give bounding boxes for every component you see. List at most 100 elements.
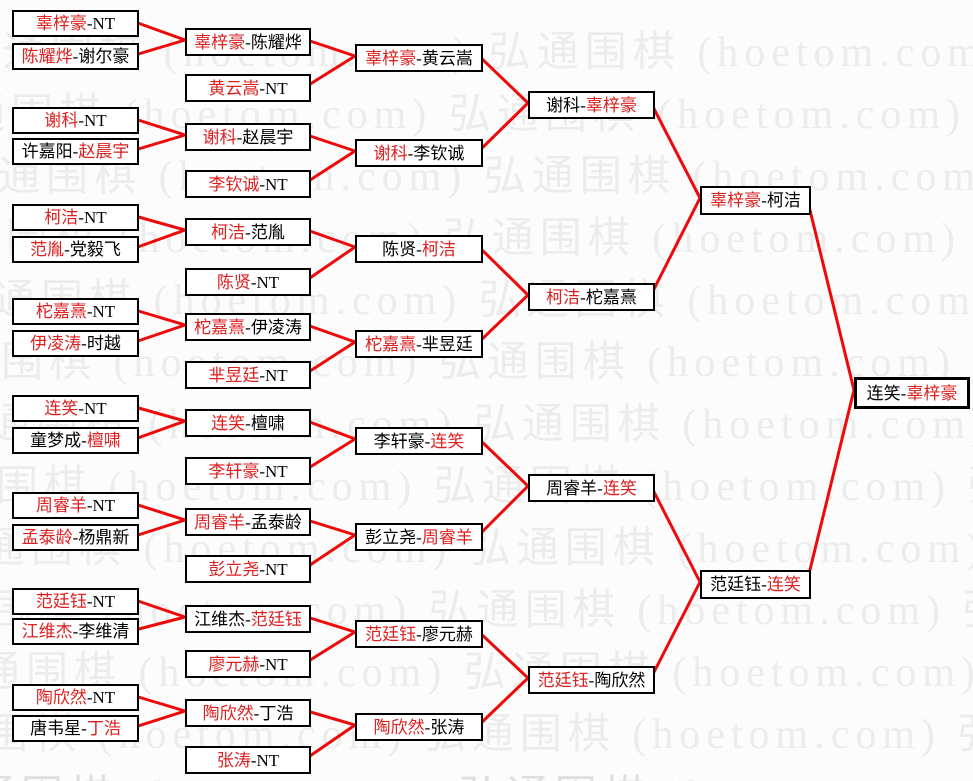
match-box: 范廷钰-NT — [12, 588, 139, 615]
separator: - — [86, 592, 93, 611]
match-box: 谢科-辜梓豪 — [528, 91, 655, 119]
player-b: NT — [265, 461, 288, 481]
player-a: 李轩豪 — [208, 461, 260, 481]
match-box: 周睿羊-连笑 — [528, 474, 655, 502]
player-b: 赵晨宇 — [78, 142, 130, 161]
separator: - — [597, 478, 603, 498]
match-box: 伊凌涛-时越 — [12, 330, 139, 357]
player-b: 黄云嵩 — [421, 48, 473, 68]
match-box: 范胤-党毅飞 — [12, 236, 139, 263]
separator: - — [78, 111, 84, 130]
player-a: 江维杰 — [194, 609, 246, 629]
match-box: 谢科-赵晨宇 — [185, 123, 311, 151]
player-a: 柁嘉熹 — [194, 317, 246, 337]
player-a: 辜梓豪 — [710, 191, 762, 210]
separator: - — [580, 95, 586, 115]
player-a: 彭立尧 — [365, 527, 417, 547]
player-b: 陶欣然 — [594, 670, 646, 690]
separator: - — [81, 719, 87, 738]
separator: - — [416, 624, 422, 644]
match-box: 范廷钰-陶欣然 — [528, 666, 655, 694]
player-b: 辜梓豪 — [585, 95, 637, 115]
separator: - — [259, 365, 265, 385]
separator: - — [580, 287, 586, 307]
player-b: 连笑 — [430, 431, 465, 451]
separator: - — [416, 48, 422, 68]
player-b: NT — [84, 399, 107, 418]
match-box: 柁嘉熹-芈昱廷 — [355, 330, 483, 358]
match-box: 范廷钰-连笑 — [700, 570, 811, 599]
player-a: 辜梓豪 — [35, 14, 87, 33]
match-box: 柯洁-范胤 — [185, 218, 311, 246]
player-a: 陶欣然 — [202, 703, 254, 723]
match-box: 唐韦星-丁浩 — [12, 715, 139, 742]
player-b: 陈耀烨 — [250, 32, 302, 52]
separator: - — [259, 654, 265, 674]
player-a: 伊凌涛 — [30, 334, 82, 353]
player-a: 廖元赫 — [208, 654, 260, 674]
player-a: 陶欣然 — [35, 688, 87, 707]
player-b: 柯洁 — [421, 239, 456, 259]
player-b: 张涛 — [430, 717, 465, 737]
separator: - — [250, 272, 257, 292]
separator: - — [900, 383, 907, 403]
match-box: 辜梓豪-黄云嵩 — [355, 44, 483, 72]
player-b: NT — [84, 111, 107, 130]
player-b: 谢尔豪 — [78, 47, 130, 66]
player-a: 李钦诚 — [208, 174, 260, 194]
player-b: 赵晨宇 — [242, 127, 294, 147]
separator: - — [259, 174, 265, 194]
match-box: 孟泰龄-杨鼎新 — [12, 524, 139, 551]
match-box: 范廷钰-廖元赫 — [355, 620, 483, 648]
separator: - — [81, 431, 87, 450]
separator: - — [424, 431, 431, 451]
watermark-text: 弘通围棋 (hoetom.com) 弘通围棋 (hoetom.com) 弘通围棋… — [0, 92, 973, 138]
player-a: 辜梓豪 — [365, 48, 417, 68]
player-a: 谢科 — [202, 127, 237, 147]
separator: - — [250, 750, 257, 770]
match-box: 芈昱廷-NT — [185, 361, 311, 389]
player-a: 连笑 — [44, 399, 79, 418]
match-box: 陶欣然-丁浩 — [185, 699, 311, 727]
player-b: NT — [265, 559, 288, 579]
separator: - — [245, 317, 251, 337]
watermark-text: 弘通围棋 (hoetom.com) 弘通围棋 (hoetom.com) 弘通围棋… — [0, 278, 973, 324]
match-box: 连笑-NT — [12, 395, 139, 422]
match-box: 李轩豪-连笑 — [355, 427, 483, 455]
player-a: 辜梓豪 — [194, 32, 246, 52]
match-box: 连笑-檀啸 — [185, 409, 311, 437]
match-box: 柁嘉熹-NT — [12, 298, 139, 325]
separator: - — [407, 143, 414, 163]
separator: - — [245, 413, 251, 433]
separator: - — [259, 559, 265, 579]
separator: - — [416, 527, 422, 547]
separator: - — [761, 191, 767, 210]
player-a: 唐韦星 — [30, 719, 82, 738]
player-b: 范胤 — [250, 222, 285, 242]
player-b: 柯洁 — [766, 191, 801, 210]
player-a: 谢科 — [373, 143, 408, 163]
separator: - — [72, 142, 79, 161]
separator: - — [236, 127, 243, 147]
player-a: 谢科 — [44, 111, 79, 130]
separator: - — [81, 334, 87, 353]
player-b: NT — [265, 174, 288, 194]
match-box: 柯洁-柁嘉熹 — [528, 283, 655, 311]
player-b: 孟泰龄 — [250, 512, 302, 532]
match-box: 周睿羊-孟泰龄 — [185, 508, 311, 536]
player-a: 张涛 — [216, 750, 251, 770]
player-b: 柁嘉熹 — [585, 287, 637, 307]
separator: - — [253, 703, 260, 723]
watermark-text: 弘通围棋 (hoetom.com) 弘通围棋 (hoetom.com) 弘通围棋… — [0, 340, 973, 386]
player-b: 周睿羊 — [421, 527, 473, 547]
match-box: 李钦诚-NT — [185, 170, 311, 198]
player-b: NT — [92, 302, 116, 321]
player-b: 杨鼎新 — [78, 528, 130, 547]
player-b: 连笑 — [602, 478, 637, 498]
player-a: 陈贤 — [382, 239, 417, 259]
separator: - — [72, 47, 79, 66]
match-box: 辜梓豪-陈耀烨 — [185, 28, 311, 56]
player-a: 许嘉阳 — [21, 142, 73, 161]
player-b: 檀啸 — [250, 413, 285, 433]
player-b: 连笑 — [766, 575, 801, 594]
